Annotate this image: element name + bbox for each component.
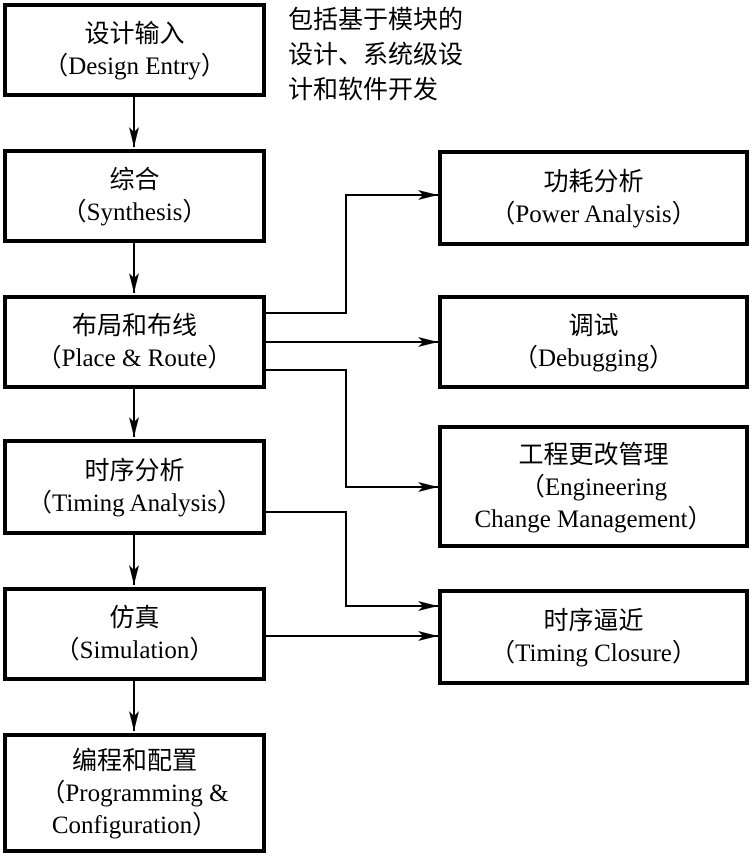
box-title-en: Configuration） (51, 812, 218, 839)
box-title-zh: 时序分析 (84, 456, 185, 485)
box-title-zh: 仿真 (109, 603, 160, 632)
box-title-zh: 时序逼近 (543, 606, 644, 635)
box-title-en: （Simulation） (54, 637, 215, 664)
arrow-place-route-to-engineering-change (264, 369, 438, 492)
annotation-line: 包括基于模块的 (288, 5, 464, 34)
timing-analysis-box: 时序分析 （Timing Analysis） (3, 439, 266, 535)
arrow-place-route-to-power-analysis (264, 190, 438, 314)
box-title-en: （Synthesis） (61, 199, 208, 226)
arrow-timing-analysis-to-timing-closure (264, 511, 438, 611)
box-title-en: （Engineering (519, 473, 668, 501)
box-title-zh: 综合 (109, 165, 160, 194)
box-title-en: （Place & Route） (36, 345, 233, 372)
box-title-zh: 编程和配置 (71, 746, 197, 775)
box-title-zh: 调试 (568, 311, 619, 340)
timing-closure-box: 时序逼近 （Timing Closure） (438, 589, 749, 685)
synthesis-box: 综合 （Synthesis） (3, 149, 266, 243)
box-title-zh: 设计输入 (84, 19, 185, 48)
programming-configuration-box: 编程和配置 （Programming & Configuration） (3, 733, 266, 853)
box-title-en: （Design Entry） (43, 53, 226, 80)
box-title-en: Change Management） (474, 505, 713, 533)
engineering-change-box: 工程更改管理 （Engineering Change Management） (438, 425, 749, 548)
box-title-zh: 功耗分析 (543, 167, 644, 196)
box-title-en: （Debugging） (512, 345, 675, 372)
box-title-zh: 布局和布线 (71, 311, 197, 340)
box-title-en: （Power Analysis） (490, 201, 697, 228)
box-title-en: （Timing Closure） (490, 640, 697, 667)
simulation-box: 仿真 （Simulation） (3, 587, 266, 681)
debugging-box: 调试 （Debugging） (438, 295, 749, 389)
annotation-line: 计和软件开发 (288, 75, 439, 104)
box-title-en: （Timing Analysis） (26, 490, 243, 517)
box-title-en: （Programming & (40, 780, 229, 807)
design-entry-annotation: 包括基于模块的 设计、系统级设 计和软件开发 (288, 2, 508, 107)
power-analysis-box: 功耗分析 （Power Analysis） (438, 150, 749, 246)
design-entry-box: 设计输入 （Design Entry） (3, 3, 266, 97)
box-title-zh: 工程更改管理 (518, 439, 669, 469)
annotation-line: 设计、系统级设 (288, 40, 464, 69)
place-route-box: 布局和布线 （Place & Route） (3, 295, 266, 389)
